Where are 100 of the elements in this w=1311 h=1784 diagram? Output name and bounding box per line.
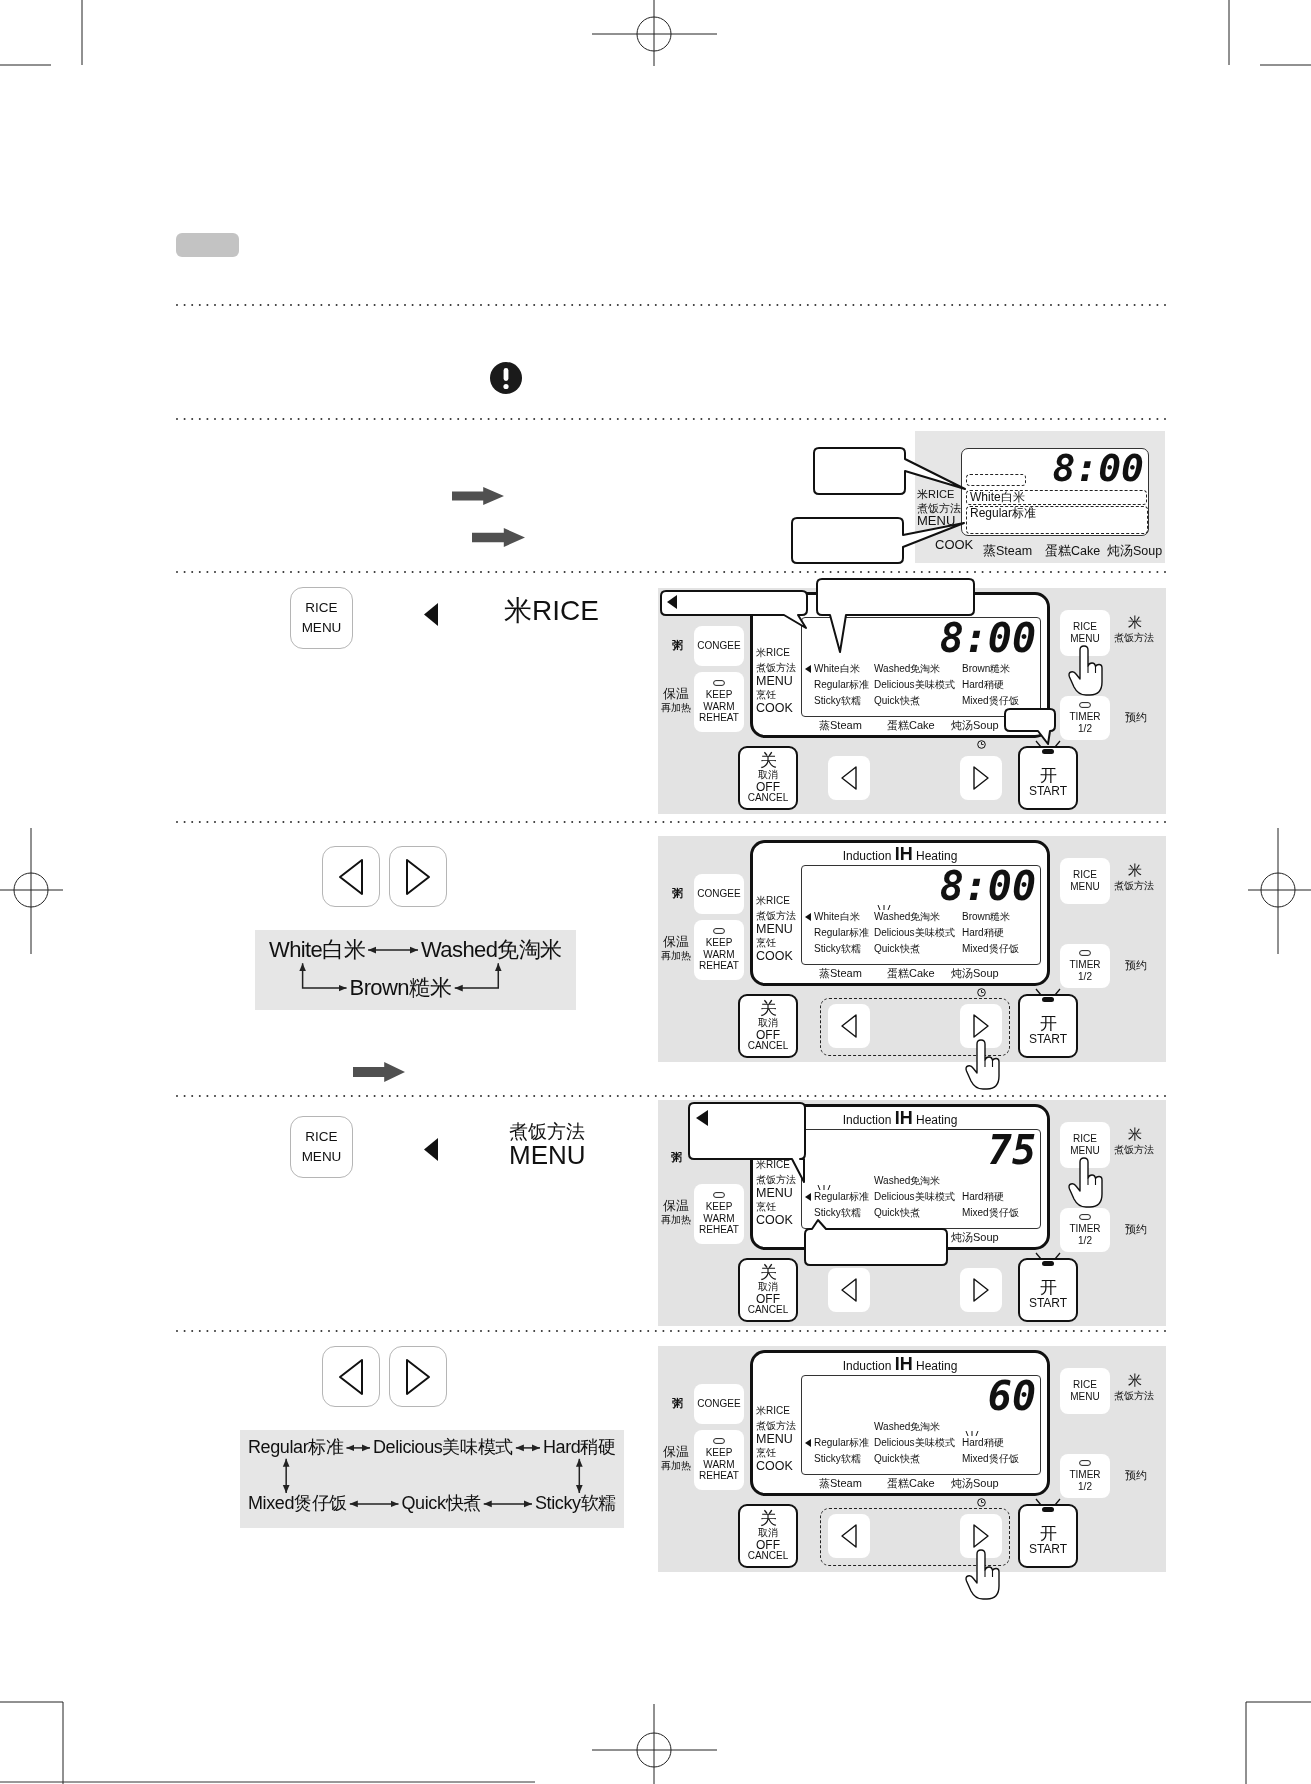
button-caption: 预约	[1124, 959, 1148, 972]
button-caption: 粥	[670, 639, 684, 652]
menu-option: Delicious美味模式	[874, 679, 955, 691]
panel-button: KEEP WARM REHEAT	[694, 1184, 744, 1244]
arrow-button	[827, 1003, 870, 1048]
button-caption: 米煮饭方法	[1114, 1126, 1155, 1156]
mode-label: 蒸Steam	[819, 1477, 862, 1490]
display-heading: Induction IH Heating	[841, 845, 959, 863]
mode-label: 蒸Steam	[983, 545, 1033, 559]
mode-label: 蒸Steam	[819, 719, 862, 732]
menu-option: Sticky软糯	[814, 695, 861, 707]
menu-option: Quick快煮	[874, 1453, 920, 1465]
display-frame	[750, 1350, 1050, 1496]
mode-name: Brown糙米	[349, 976, 452, 1001]
button-caption: 粥	[670, 887, 684, 900]
menu-option: Delicious美味模式	[874, 1437, 955, 1449]
double-arrow	[282, 1458, 290, 1494]
panel-button: KEEP WARM REHEAT	[694, 672, 744, 732]
button-caption: 米煮饭方法	[1114, 1372, 1155, 1402]
mode-label: 蛋糕Cake	[887, 967, 935, 980]
panel-button: RICE MENU	[1060, 610, 1110, 656]
arrow-button	[959, 1513, 1002, 1558]
mode-name: Mixed煲仔饭	[248, 1494, 347, 1514]
menu-option: Brown糙米	[962, 911, 1011, 923]
mode-name: White白米	[269, 938, 366, 963]
dashed-highlight	[966, 474, 1026, 486]
mode-label: 蛋糕Cake	[887, 719, 935, 732]
menu-option: Brown糙米	[962, 663, 1011, 675]
mode-name: Regular标准	[248, 1438, 344, 1458]
panel-button: RICE MENU	[1060, 1368, 1110, 1414]
arrow-button	[828, 1268, 870, 1312]
button-caption: 保温再加热	[660, 1445, 691, 1472]
panel-button: RICE MENU	[1060, 858, 1110, 904]
callout-tooltip	[660, 590, 810, 630]
time-readout: 8:00	[1052, 449, 1144, 487]
display-label: 烹饪 COOK	[756, 936, 794, 964]
button-caption: 预约	[1124, 1223, 1148, 1236]
button-caption: 保温再加热	[660, 1199, 691, 1226]
mode-name: Delicious美味模式	[373, 1438, 513, 1458]
button-caption: 保温再加热	[660, 935, 691, 962]
mode-label: 炖汤Soup	[951, 1477, 999, 1490]
dashed-highlight: White白米	[966, 490, 1147, 505]
menu-option: Hard稍硬	[962, 1191, 1004, 1203]
button-caption: 预约	[1124, 1469, 1148, 1482]
display-label: 煮饭方法 MENU	[756, 661, 797, 689]
double-arrow	[575, 1458, 583, 1494]
double-arrow	[515, 1444, 541, 1452]
mode-name: Sticky软糯	[535, 1494, 616, 1514]
double-arrow	[367, 946, 419, 954]
menu-option: White白米	[814, 663, 860, 675]
mode-label: 蛋糕Cake	[887, 1477, 935, 1490]
menu-option: Sticky软糯	[814, 943, 861, 955]
arrow-button	[322, 1346, 380, 1407]
mode-label: 炖汤Soup	[1107, 545, 1163, 559]
menu-option: Mixed煲仔饭	[962, 1207, 1019, 1219]
panel-button: KEEP WARM REHEAT	[694, 1430, 744, 1490]
display-label: 米RICE	[756, 1405, 790, 1417]
display-label: 米RICE	[756, 895, 790, 907]
menu-option: White白米	[814, 911, 860, 923]
mode-label: 蒸Steam	[819, 967, 862, 980]
mode-label: 蛋糕Cake	[1045, 545, 1101, 559]
cancel-button: 关 取消 OFF CANCEL	[738, 1258, 798, 1322]
double-arrow	[345, 1444, 371, 1452]
menu-option: Regular标准	[814, 927, 870, 939]
menu-option: Hard稍硬	[962, 927, 1004, 939]
indicator-label: 米RICE	[504, 596, 599, 627]
dashed-highlight	[820, 1508, 1010, 1566]
dashed-highlight: Regular标准	[966, 506, 1148, 534]
menu-option: Quick快煮	[874, 695, 920, 707]
display-label: 米RICE	[917, 488, 955, 501]
control-panel	[658, 588, 1166, 814]
mode-label: 炖汤Soup	[951, 1231, 999, 1244]
double-arrow	[454, 962, 502, 992]
panel-button: KEEP WARM REHEAT	[694, 920, 744, 980]
panel-button: RICE MENU	[1060, 1122, 1110, 1168]
side-label: 粥	[669, 1151, 683, 1164]
double-arrow	[349, 1500, 400, 1508]
menu-option: Quick快煮	[874, 943, 920, 955]
menu-option: Delicious美味模式	[874, 927, 955, 939]
time-readout: 8:00	[939, 866, 1036, 906]
cancel-button: 关 取消 OFF CANCEL	[738, 994, 798, 1058]
lcd-screen	[801, 865, 1041, 965]
arrow-button	[322, 846, 380, 907]
indicator-label: 煮饭方法 MENU	[509, 1120, 587, 1168]
display-label: 米RICE	[756, 1159, 790, 1171]
button-caption: 预约	[1124, 711, 1148, 724]
mode-name: Washed免淘米	[421, 938, 562, 963]
display-heading: Induction IH Heating	[841, 1109, 959, 1127]
display-label: COOK	[935, 538, 974, 551]
display-label: 烹饪 COOK	[756, 1446, 794, 1474]
menu-option: Regular标准	[814, 679, 870, 691]
menu-option: Mixed煲仔饭	[962, 943, 1019, 955]
time-readout: 8:00	[939, 618, 1036, 658]
menu-option: Sticky软糯	[814, 1453, 861, 1465]
arrow-button	[828, 756, 870, 800]
menu-option: Washed免淘米	[874, 1421, 941, 1433]
panel-button: RICE MENU	[290, 587, 353, 649]
arrow-button	[960, 1268, 1002, 1312]
display-label: 煮饭方法 MENU	[756, 909, 797, 937]
menu-option: Mixed煲仔饭	[962, 695, 1019, 707]
